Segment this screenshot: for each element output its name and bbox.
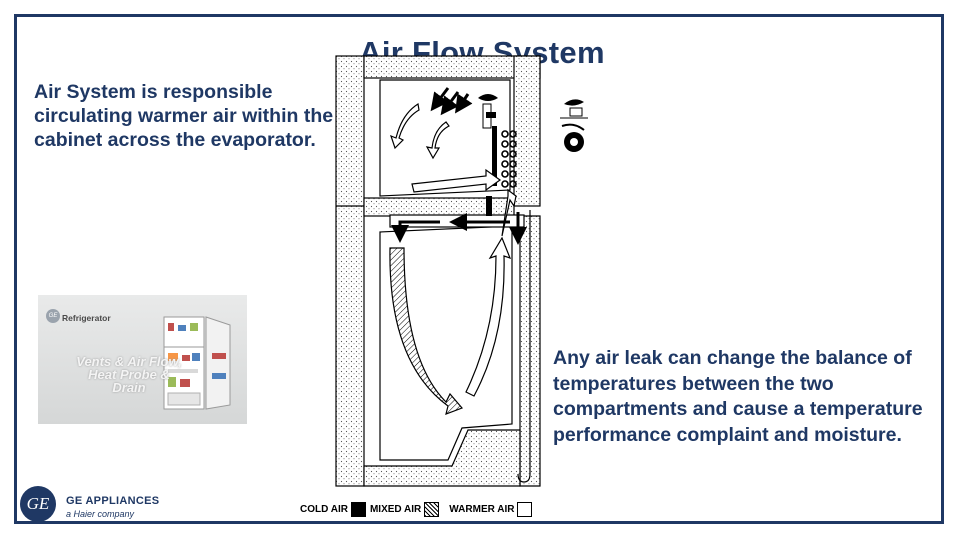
legend-label-warm: WARMER AIR — [449, 504, 514, 515]
fan-motor-icon — [562, 125, 584, 152]
air-legend: COLD AIR MIXED AIR WARMER AIR — [300, 499, 536, 519]
video-thumbnail[interactable]: GE Refrigerator Vents & Air Flow, Heat P… — [38, 295, 247, 424]
ge-monogram-icon: GE — [20, 486, 56, 522]
freezer-cold-arrows — [436, 88, 468, 108]
video-brand-label: Refrigerator — [62, 313, 111, 323]
video-caption: Vents & Air Flow, Heat Probe & Drain — [74, 355, 184, 394]
legend-label-cold: COLD AIR — [300, 504, 348, 515]
fan-blade-icon — [560, 99, 588, 118]
logo-company-name: GE APPLIANCES — [66, 495, 159, 507]
legend-swatch-mixed — [424, 502, 439, 517]
warm-return-arrow — [466, 238, 510, 396]
logo-tagline: a Haier company — [66, 509, 134, 519]
legend-swatch-cold — [351, 502, 366, 517]
legend-swatch-warm — [517, 502, 532, 517]
mixed-air-arrow — [390, 248, 462, 414]
video-ge-logo-icon: GE — [46, 309, 60, 323]
evaporator-fan-icon — [478, 94, 498, 128]
legend-label-mixed: MIXED AIR — [370, 504, 421, 515]
